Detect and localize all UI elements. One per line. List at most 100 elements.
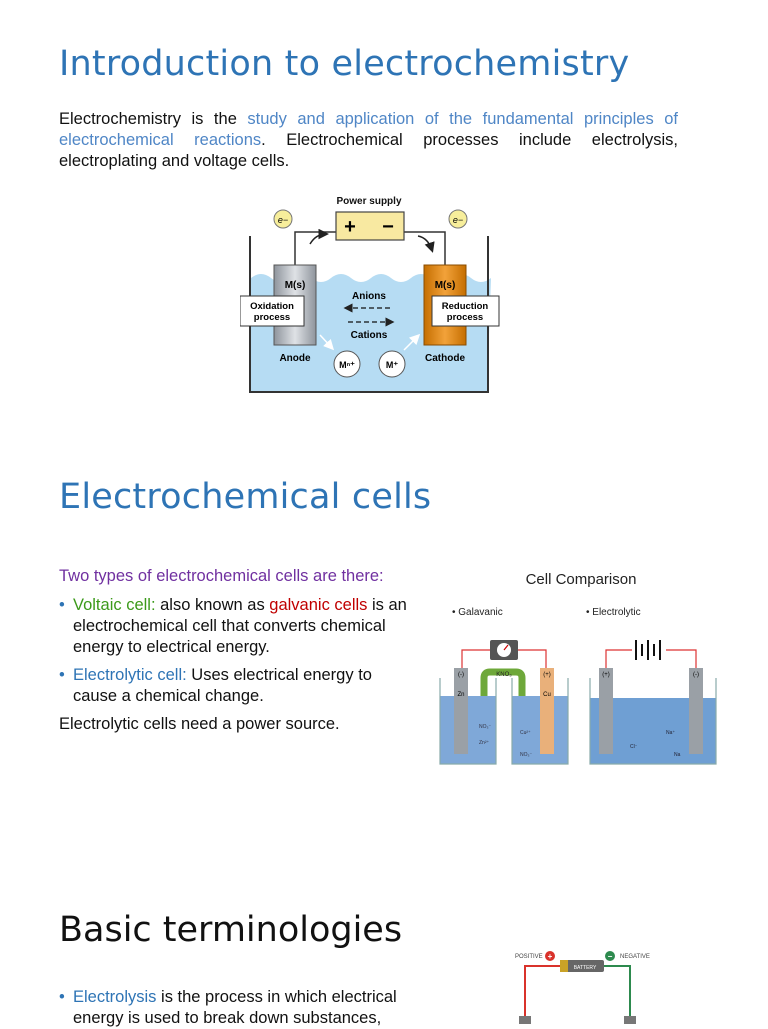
- salt-bridge: [480, 668, 526, 716]
- cu2-label: Cu²⁺: [520, 730, 531, 736]
- cu-terminal-label: (+): [543, 672, 551, 678]
- ion-arrow-right: [403, 333, 421, 351]
- oxidation-label-1: Oxidation: [250, 301, 294, 312]
- negative-symbol: −: [608, 952, 613, 961]
- cell-comparison-figure: Cell Comparison • Galavanic • Electrolyt…: [434, 556, 728, 770]
- positive-symbol: +: [548, 952, 553, 961]
- metal-ion-right-label: M⁺: [386, 360, 398, 370]
- negative-icon: [605, 951, 615, 961]
- minus-sign: −: [382, 216, 394, 238]
- zn2-label: Zn²⁺: [479, 740, 490, 746]
- section-title-cells: Electrochemical cells: [59, 477, 432, 517]
- section-title-terminologies: Basic terminologies: [59, 910, 403, 950]
- bullet-electrolytic: • Electrolytic cell: Uses electrical ene…: [59, 665, 409, 707]
- positive-wire: [524, 965, 560, 1020]
- bullet-electrolysis: • Electrolysis is the process in which e…: [59, 987, 419, 1029]
- comparison-title: Cell Comparison: [526, 571, 637, 588]
- ion-arrow-left: [319, 334, 335, 351]
- battery-cap: [560, 960, 568, 972]
- positive-icon: [545, 951, 555, 961]
- electrolytic-wire-right: [666, 649, 697, 668]
- galvanic-heading: • Galavanic: [452, 607, 503, 618]
- electrolytic-cathode: [689, 668, 703, 754]
- anions-label: Anions: [352, 291, 386, 302]
- metal-ion-circle-left: [333, 350, 361, 378]
- cathode-electrode-label: M(s): [435, 280, 456, 291]
- negative-wire: [604, 965, 631, 1020]
- electrolytic-rest: Uses electrical energy to cause a chemic…: [73, 666, 372, 705]
- anode-label: Anode: [279, 353, 311, 364]
- cl-ion-label: Cl⁻: [630, 744, 638, 750]
- wire-right: [404, 231, 446, 265]
- intro-link[interactable]: study and application of the fundamental…: [59, 110, 678, 149]
- electrode-left: [519, 1016, 531, 1024]
- electron-flow-arrow-right: [417, 235, 435, 253]
- metal-ion-circle-right: [378, 350, 406, 378]
- no3-label-right: NO₃⁻: [520, 752, 533, 758]
- zn-label: Zn: [457, 692, 464, 698]
- oxidation-label-2: process: [254, 312, 290, 323]
- section-title-intro: Introduction to electrochemistry: [59, 44, 630, 84]
- bullet-dot: •: [59, 988, 65, 1006]
- metal-ion-left-label: Mⁿ⁺: [339, 360, 355, 370]
- galvanic-term: galvanic cells: [269, 596, 368, 614]
- cations-label: Cations: [351, 330, 388, 341]
- reduction-label-1: Reduction: [442, 301, 489, 312]
- electrolysis-term: Electrolysis: [73, 988, 157, 1006]
- electrolytic-heading: • Electrolytic: [586, 607, 641, 618]
- na-ion-label: Na⁺: [666, 730, 675, 736]
- electrolytic-minus-label: (-): [693, 672, 699, 678]
- reduction-box: [431, 295, 500, 327]
- electrolytic-anode: [599, 668, 613, 754]
- electrolytic-beaker: [589, 678, 717, 765]
- electrolytic-wire-left: [605, 649, 632, 668]
- anode-electrode-label: M(s): [285, 280, 306, 291]
- electron-flow-arrow-left: [309, 228, 329, 245]
- reduction-label-2: process: [447, 312, 483, 323]
- voltaic-term: Voltaic cell:: [73, 596, 156, 614]
- bullet-dot: •: [59, 596, 65, 614]
- electrolysis-battery-figure: POSITIVE + BATTERY − NEGATIVE: [515, 951, 650, 1024]
- galvanic-beaker-right: [511, 678, 569, 765]
- voltaic-rest: is an electrochemical cell that converts…: [73, 596, 407, 656]
- bullet-dot: •: [59, 666, 65, 684]
- intro-text-end: . Electrochemical processes include elec…: [59, 131, 678, 170]
- zn-terminal-label: (-): [458, 672, 464, 678]
- voltmeter-needle: [503, 644, 509, 651]
- na-metal-label: Na: [674, 752, 681, 758]
- electron-label-left: e−: [278, 215, 288, 225]
- electrochemical-cell-diagram: Power supply + − e− e− M(s) Oxidation pr…: [240, 196, 500, 393]
- bullet-voltaic: • Voltaic cell: also known as galvanic c…: [59, 595, 409, 658]
- cells-text-block: Two types of electrochemical cells are t…: [59, 566, 409, 735]
- cathode-label: Cathode: [425, 353, 465, 364]
- electrode-right: [624, 1016, 636, 1024]
- electrolysis-rest: is the process in which electrical energ…: [73, 988, 397, 1027]
- battery-symbol: [635, 640, 661, 660]
- power-supply-box: [335, 211, 405, 241]
- cells-intro: Two types of electrochemical cells are t…: [59, 567, 384, 585]
- zinc-electrode: [454, 668, 468, 754]
- battery-body: [560, 960, 604, 972]
- electron-label-right: e−: [453, 215, 463, 225]
- galvanic-wire-right: [518, 649, 547, 668]
- electrolytic-term: Electrolytic cell:: [73, 666, 187, 684]
- salt-bridge-label: KNO₃: [496, 672, 512, 678]
- voltaic-mid: also known as: [155, 596, 270, 614]
- oxidation-box: [240, 295, 305, 327]
- plus-sign: +: [344, 216, 356, 238]
- electron-icon-left: [273, 209, 293, 229]
- battery-label: BATTERY: [574, 965, 597, 971]
- intro-paragraph: Electrochemistry is the study and applic…: [59, 109, 678, 172]
- negative-label: NEGATIVE: [620, 954, 650, 960]
- copper-electrode: [540, 668, 554, 754]
- electron-icon-right: [448, 209, 468, 229]
- intro-text-start: Electrochemistry is the: [59, 110, 248, 128]
- galvanic-beaker-left: [439, 678, 497, 765]
- positive-label: POSITIVE: [515, 954, 543, 960]
- cu-label: Cu: [543, 692, 551, 698]
- no3-label-left: NO₃⁻: [479, 724, 492, 730]
- power-supply-label: Power supply: [336, 196, 401, 207]
- power-source-note: Electrolytic cells need a power source.: [59, 715, 340, 733]
- galvanic-wire-left: [461, 649, 490, 668]
- electrolytic-plus-label: (+): [602, 672, 610, 678]
